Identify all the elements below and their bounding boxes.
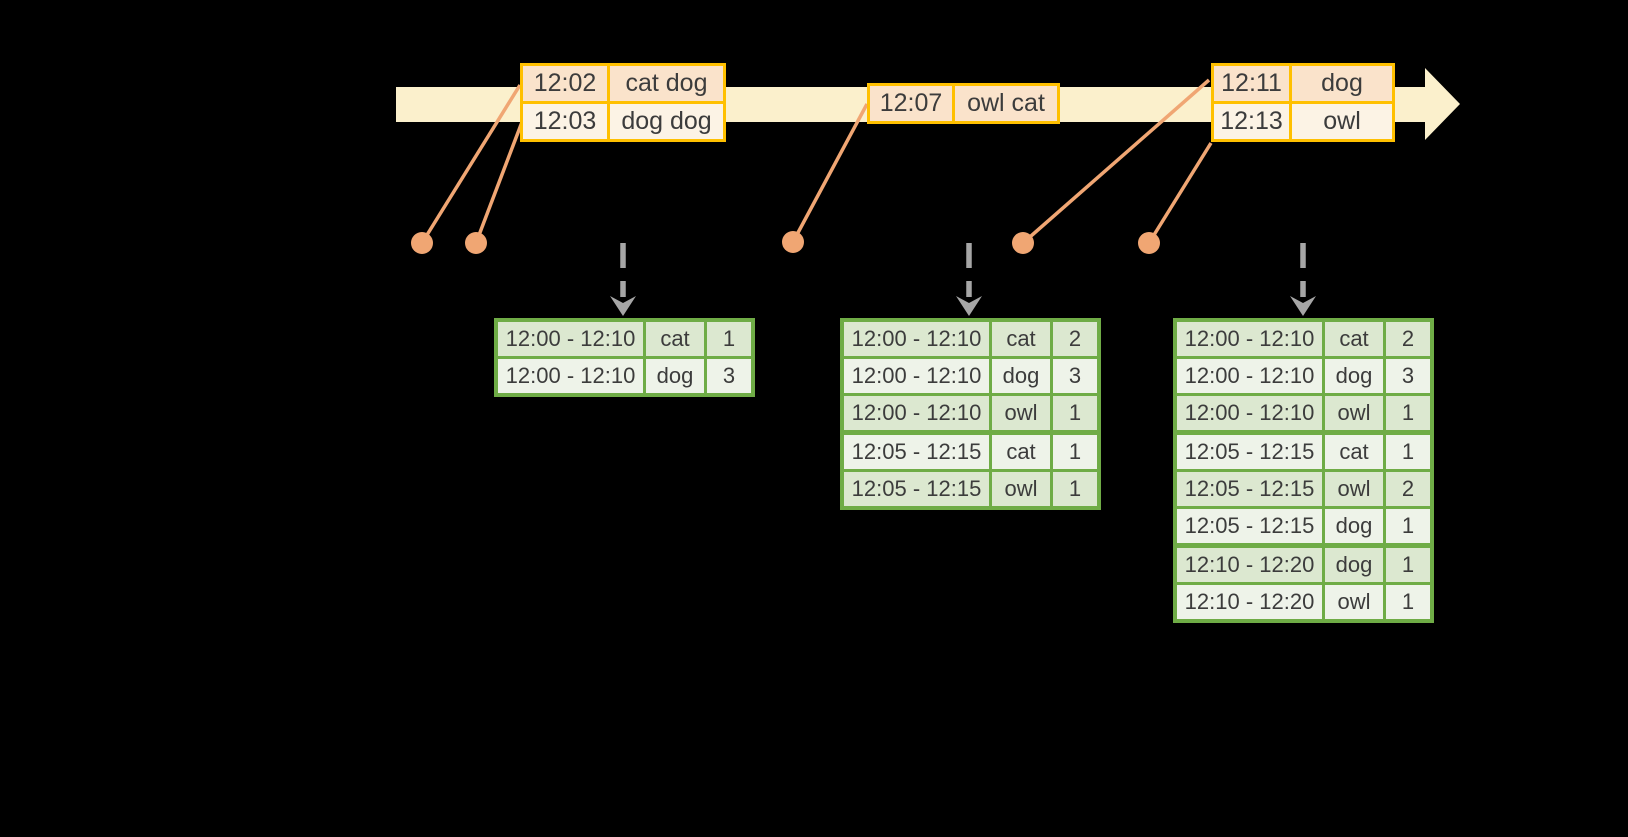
result-count-cell: 1 [1050,472,1097,506]
event-words-cell: cat dog [607,66,723,101]
result-count-cell: 2 [1383,322,1430,356]
result-window-cell: 12:00 - 12:10 [844,396,989,430]
result-window-cell: 12:00 - 12:10 [844,322,989,356]
result-count-cell: 1 [1050,396,1097,430]
event-words-cell: owl cat [952,86,1057,121]
event-dot [1012,232,1034,254]
result-count-cell: 3 [704,359,751,393]
result-word-cell: cat [643,322,704,356]
result-window-cell: 12:10 - 12:20 [1177,585,1322,619]
result-window-cell: 12:00 - 12:10 [1177,359,1322,393]
event-dot [411,232,433,254]
result-count-cell: 1 [1050,435,1097,469]
event-time-cell: 12:03 [523,104,607,139]
result-window-cell: 12:00 - 12:10 [1177,396,1322,430]
result-count-cell: 1 [1383,509,1430,543]
result-window-cell: 12:00 - 12:10 [498,322,643,356]
result-window-cell: 12:00 - 12:10 [844,359,989,393]
result-window-cell: 12:05 - 12:15 [1177,435,1322,469]
result-word-cell: owl [1322,396,1383,430]
result-count-cell: 3 [1383,359,1430,393]
timeline-arrowhead-icon [1425,68,1460,140]
result-word-cell: dog [1322,509,1383,543]
event-connector-line [1021,78,1211,245]
event-words-cell: dog [1289,66,1392,101]
result-word-cell: cat [1322,435,1383,469]
trigger-arrowhead-icon [1290,296,1316,316]
result-window-cell: 12:05 - 12:15 [844,472,989,506]
event-connector-line [1147,142,1213,244]
event-words-cell: dog dog [607,104,723,139]
event-time-cell: 12:11 [1214,66,1289,101]
event-time-cell: 12:02 [523,66,607,101]
event-connector-line [474,121,524,244]
result-window-cell: 12:05 - 12:15 [844,435,989,469]
result-word-cell: dog [1322,359,1383,393]
result-word-cell: owl [1322,472,1383,506]
event-connector-line [791,103,869,243]
result-word-cell: dog [989,359,1050,393]
result-count-cell: 1 [1383,548,1430,582]
result-count-cell: 1 [1383,435,1430,469]
event-time-cell: 12:07 [870,86,952,121]
result-count-cell: 1 [704,322,751,356]
result-window-cell: 12:05 - 12:15 [1177,472,1322,506]
result-window-cell: 12:10 - 12:20 [1177,548,1322,582]
result-count-cell: 1 [1383,396,1430,430]
result-word-cell: dog [643,359,704,393]
result-window-cell: 12:00 - 12:10 [498,359,643,393]
result-count-cell: 3 [1050,359,1097,393]
result-window-cell: 12:05 - 12:15 [1177,509,1322,543]
result-word-cell: owl [989,396,1050,430]
event-time-cell: 12:13 [1214,104,1289,139]
result-count-cell: 1 [1383,585,1430,619]
result-window-cell: 12:00 - 12:10 [1177,322,1322,356]
result-word-cell: cat [989,322,1050,356]
event-dot [465,232,487,254]
result-word-cell: owl [989,472,1050,506]
event-dot [1138,232,1160,254]
event-words-cell: owl [1289,104,1392,139]
result-count-cell: 2 [1050,322,1097,356]
trigger-arrowhead-icon [956,296,982,316]
trigger-arrowhead-icon [610,296,636,316]
result-word-cell: owl [1322,585,1383,619]
result-word-cell: cat [1322,322,1383,356]
event-connector-line [420,84,522,244]
result-word-cell: dog [1322,548,1383,582]
result-count-cell: 2 [1383,472,1430,506]
event-dot [782,231,804,253]
result-word-cell: cat [989,435,1050,469]
